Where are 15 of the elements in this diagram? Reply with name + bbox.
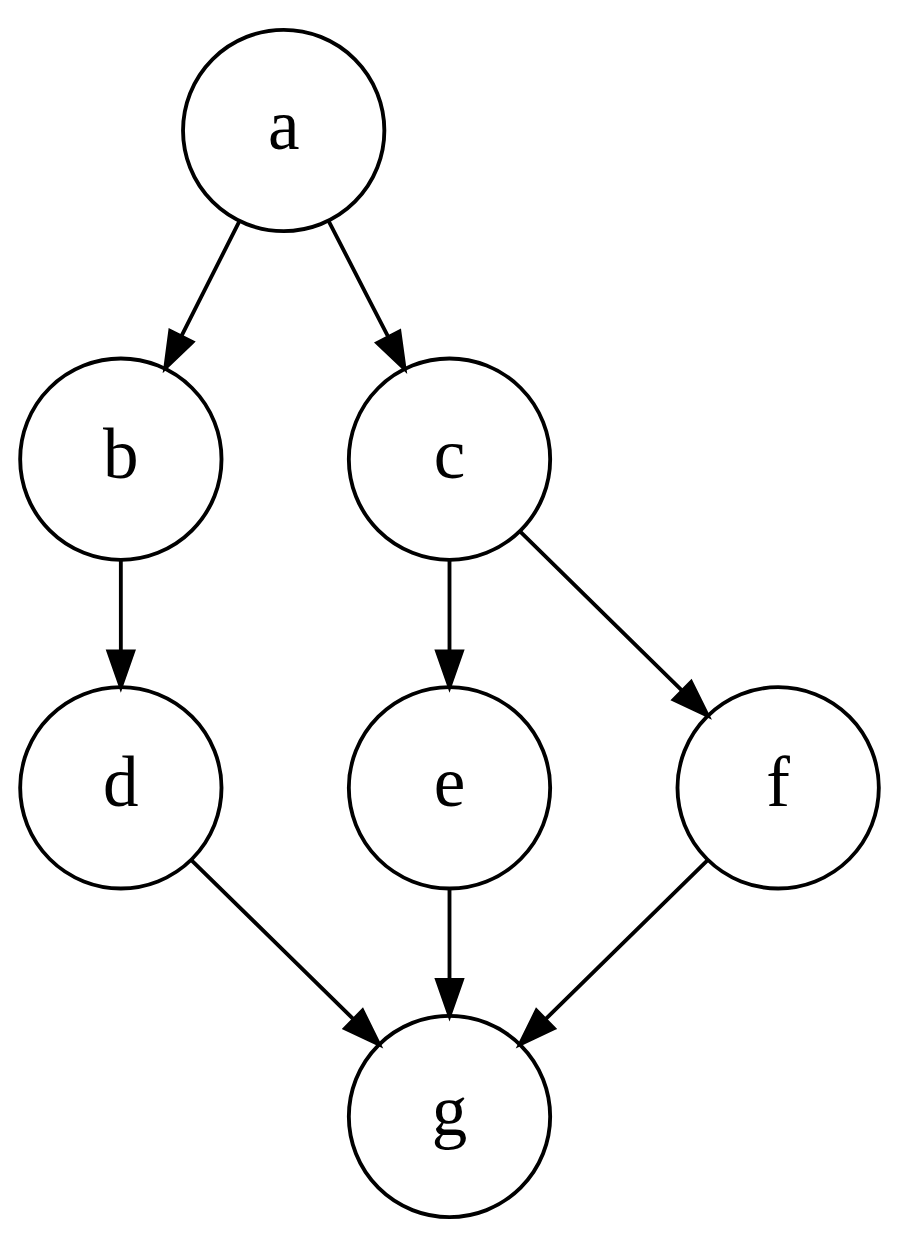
node-circle: f: [675, 685, 881, 891]
arrow: [434, 560, 465, 693]
arrow: [162, 220, 241, 374]
node-circle: b: [18, 356, 224, 562]
node-circle: d: [18, 685, 224, 891]
arrow: [105, 560, 136, 693]
arrow: [190, 858, 384, 1049]
node-circle: e: [346, 685, 553, 891]
node-circle: a: [181, 27, 387, 234]
node-circle: c: [346, 356, 553, 562]
node-circle: g: [346, 1013, 553, 1220]
arrow: [518, 530, 712, 720]
arrow: [326, 219, 408, 374]
arrow: [515, 858, 709, 1049]
arrow: [434, 889, 465, 1022]
